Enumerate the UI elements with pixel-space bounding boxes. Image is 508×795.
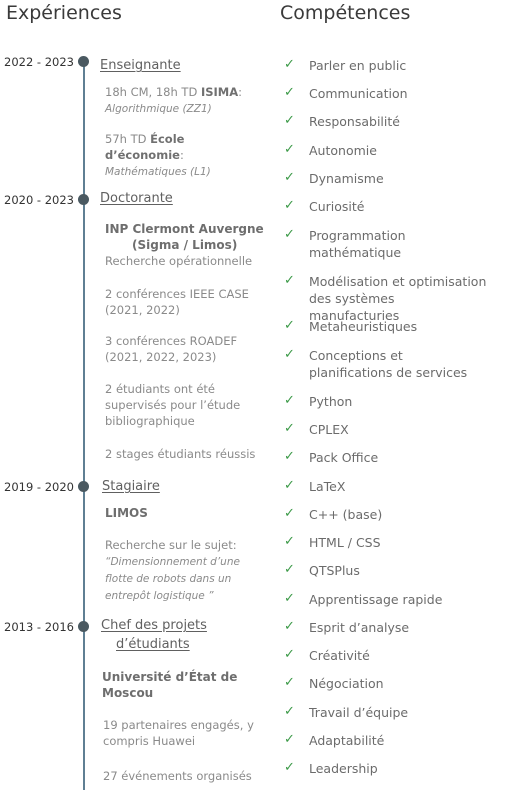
check-icon: ✓ [284,273,295,288]
check-icon: ✓ [284,591,295,606]
check-icon: ✓ [284,534,295,549]
entry-years: 2022 - 2023 [4,55,74,69]
entry-detail: 57h TD École d’économie: Mathématiques (… [105,132,211,178]
entry-role: Chef des projets [101,618,207,633]
skill-item: ✓Metaheuristiques [284,318,418,334]
skill-item: ✓CPLEX [284,421,349,437]
check-icon: ✓ [284,227,295,242]
skill-item: ✓Travail d’équipe [284,704,409,720]
skill-item: ✓Python [284,393,353,409]
skill-item: ✓Modélisation et optimisation des systèm… [284,273,487,323]
check-icon: ✓ [284,347,295,362]
skill-item: ✓HTML / CSS [284,534,381,550]
skill-item: ✓Esprit d’analyse [284,619,410,635]
check-icon: ✓ [284,318,295,333]
check-icon: ✓ [284,675,295,690]
entry-org: INP Clermont Auvergne (Sigma / Limos) Re… [105,222,264,268]
check-icon: ✓ [284,57,295,72]
skill-item: ✓Conceptions et planifications de servic… [284,347,468,380]
timeline-dot [78,621,89,632]
entry-item: 2 conférences IEEE CASE (2021, 2022) [105,287,249,317]
skill-item: ✓Parler en public [284,57,407,73]
entry-role: Enseignante [100,58,181,73]
timeline-dot [78,194,89,205]
competences-heading: Compétences [280,2,411,24]
entry-item: 19 partenaires engagés, y compris Huawei [103,718,254,748]
timeline-dot [78,481,89,492]
skill-item: ✓Communication [284,85,408,101]
entry-role: Doctorante [100,191,173,206]
check-icon: ✓ [284,113,295,128]
check-icon: ✓ [284,198,295,213]
entry-item: 27 événements organisés [103,769,252,783]
check-icon: ✓ [284,760,295,775]
entry-role: d’étudiants [116,637,190,652]
skill-item: ✓Dynamisme [284,170,384,186]
skill-item: ✓Négociation [284,675,384,691]
check-icon: ✓ [284,478,295,493]
skill-item: ✓Apprentissage rapide [284,591,443,607]
check-icon: ✓ [284,85,295,100]
entry-detail: 18h CM, 18h TD ISIMA: Algorithmique (ZZ1… [105,85,243,115]
check-icon: ✓ [284,142,295,157]
check-icon: ✓ [284,732,295,747]
skill-item: ✓Adaptabilité [284,732,385,748]
skill-item: ✓Créativité [284,647,370,663]
entry-org: Université d’État de Moscou [102,670,238,700]
entry-item: 3 conférences ROADEF (2021, 2022, 2023) [105,334,238,364]
check-icon: ✓ [284,393,295,408]
entry-years: 2013 - 2016 [4,620,74,634]
timeline-line [83,60,85,790]
timeline-dot [78,56,89,67]
skill-item: ✓Pack Office [284,449,379,465]
check-icon: ✓ [284,506,295,521]
check-icon: ✓ [284,421,295,436]
skill-item: ✓Curiosité [284,198,365,214]
entry-org: LIMOS [105,506,148,520]
skill-item: ✓C++ (base) [284,506,383,522]
check-icon: ✓ [284,619,295,634]
check-icon: ✓ [284,449,295,464]
entry-years: 2019 - 2020 [4,480,74,494]
entry-item: 2 stages étudiants réussis [105,447,256,461]
check-icon: ✓ [284,170,295,185]
entry-item: 2 étudiants ont été supervisés pour l’ét… [105,382,241,428]
skill-item: ✓Autonomie [284,142,377,158]
check-icon: ✓ [284,704,295,719]
skill-item: ✓QTSPlus [284,562,360,578]
skill-item: ✓Leadership [284,760,378,776]
skill-item: ✓Programmation mathématique [284,227,406,260]
check-icon: ✓ [284,562,295,577]
entry-detail: Recherche sur le sujet: “Dimensionnement… [105,538,240,602]
entry-role: Stagiaire [102,479,160,494]
entry-years: 2020 - 2023 [4,193,74,207]
experiences-heading: Expériences [6,2,122,24]
skill-item: ✓LaTeX [284,478,346,494]
check-icon: ✓ [284,647,295,662]
skill-item: ✓Responsabilité [284,113,400,129]
